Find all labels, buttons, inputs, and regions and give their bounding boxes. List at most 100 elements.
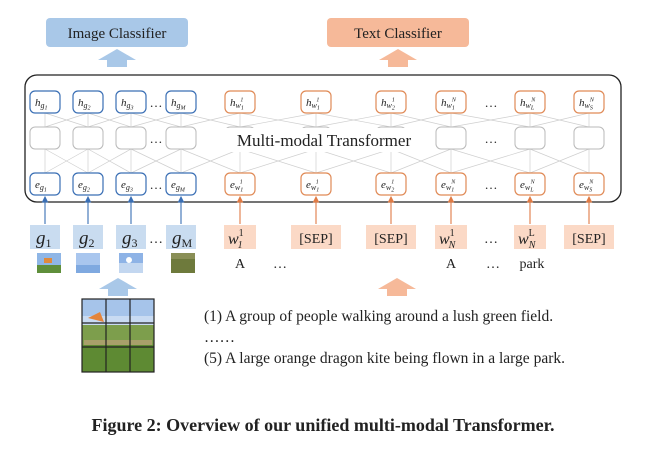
hidden-image-node — [115, 90, 147, 114]
caption-1: (1) A group of people walking around a l… — [204, 308, 553, 325]
embed-ellipsis: … — [150, 177, 163, 192]
embed-text-node — [300, 172, 332, 196]
middle-ellipsis: … — [485, 131, 498, 146]
attention-line — [315, 112, 392, 128]
transformer-label: Multi-modal Transformer — [237, 131, 412, 150]
hidden-text-node — [573, 90, 605, 114]
image-patches — [37, 253, 195, 273]
attention-line — [450, 112, 531, 128]
embed-image-node — [29, 172, 61, 196]
hidden-image-node-label: hg2 — [78, 97, 91, 112]
image-classifier-arrow — [98, 49, 136, 67]
text-token-ellipsis: … — [484, 232, 498, 247]
word-label: A — [446, 257, 457, 272]
patch-thumbnail-2 — [76, 253, 100, 273]
sep-token — [291, 225, 341, 249]
attention-line — [529, 112, 590, 128]
full-image — [81, 298, 155, 373]
sep-token — [366, 225, 416, 249]
word-token — [224, 225, 256, 249]
middle-layer-node — [72, 126, 104, 150]
middle-ellipsis: … — [150, 131, 163, 146]
attention-line — [180, 148, 241, 174]
word-label: park — [520, 257, 545, 272]
attention-line — [450, 148, 531, 174]
hidden-text-node-label: hw11 — [306, 97, 320, 112]
hidden-text-node-label: hw21 — [381, 97, 395, 112]
hidden-image-node — [72, 90, 104, 114]
patch-thumbnail-m — [171, 253, 195, 273]
embed-text-node-label: ewSN — [579, 179, 594, 194]
embed-text-node-label: ew11 — [230, 179, 243, 194]
embed-image-node-label: egM — [171, 179, 186, 194]
attention-line — [44, 112, 89, 128]
embed-image-node-label: eg1 — [35, 179, 47, 194]
embed-text-node — [573, 172, 605, 196]
attention-line — [239, 148, 317, 174]
attention-line — [390, 148, 452, 174]
embed-image-node — [165, 172, 197, 196]
image-token — [30, 225, 60, 249]
hidden-text-node-label: hw1N — [441, 97, 457, 112]
sep-token-label: [SEP] — [572, 232, 605, 247]
image-token-label: g1 — [36, 228, 52, 250]
image-token-label: g2 — [79, 228, 95, 250]
image-token-label: gM — [172, 228, 193, 250]
hidden-text-node-label: hwSN — [579, 97, 595, 112]
hidden-text-node-label: hwLN — [520, 97, 536, 112]
hidden-ellipsis: … — [485, 95, 498, 110]
attention-line — [87, 148, 132, 174]
attention-lines — [44, 112, 590, 174]
hidden-text-node — [375, 90, 407, 114]
figure-caption: Figure 2: Overview of our unified multi-… — [92, 415, 555, 435]
middle-layer-node — [29, 126, 61, 150]
word-token — [435, 225, 467, 249]
attention-line — [130, 112, 182, 128]
attention-line — [390, 112, 452, 128]
embed-text-node-label: ew21 — [381, 179, 394, 194]
hidden-text-node — [224, 90, 256, 114]
middle-layer-node — [573, 126, 605, 150]
hidden-text-node — [435, 90, 467, 114]
patch-thumbnail-1 — [37, 253, 61, 273]
text-classifier-arrow — [379, 49, 417, 67]
hidden-image-node — [29, 90, 61, 114]
image-token-ellipsis: … — [149, 232, 163, 247]
image-token-label: g3 — [122, 228, 138, 250]
embed-ellipsis: … — [485, 177, 498, 192]
sep-token — [564, 225, 614, 249]
word-token — [514, 225, 546, 249]
embed-image-node-label: eg3 — [121, 179, 133, 194]
image-classifier-label: Image Classifier — [68, 26, 167, 42]
word-label: A — [235, 257, 246, 272]
caption-ellipsis: …… — [204, 329, 235, 346]
embed-image-node — [72, 172, 104, 196]
patch-thumbnail-3 — [119, 253, 143, 273]
middle-layer-node — [514, 126, 546, 150]
image-token — [116, 225, 146, 249]
embed-text-node-label: ew1N — [441, 179, 456, 194]
hidden-text-node — [514, 90, 546, 114]
image-input-arrow — [99, 278, 137, 296]
attention-line — [180, 112, 241, 128]
hidden-ellipsis: … — [150, 95, 163, 110]
image-classifier-box — [46, 18, 188, 47]
sep-token-label: [SEP] — [299, 232, 332, 247]
attention-line — [529, 148, 590, 174]
hidden-image-node — [165, 90, 197, 114]
hidden-image-node-label: hgM — [171, 97, 187, 112]
embed-text-node-label: ew11 — [306, 179, 319, 194]
middle-layer-node — [115, 126, 147, 150]
embed-image-node-label: eg2 — [78, 179, 90, 194]
embed-text-node — [514, 172, 546, 196]
hidden-text-node — [300, 90, 332, 114]
attention-line — [130, 148, 182, 174]
text-input-arrow — [378, 278, 416, 296]
attention-line — [315, 148, 392, 174]
middle-layer-node — [435, 126, 467, 150]
hidden-image-node-label: hg1 — [35, 97, 48, 112]
attention-line — [239, 112, 317, 128]
